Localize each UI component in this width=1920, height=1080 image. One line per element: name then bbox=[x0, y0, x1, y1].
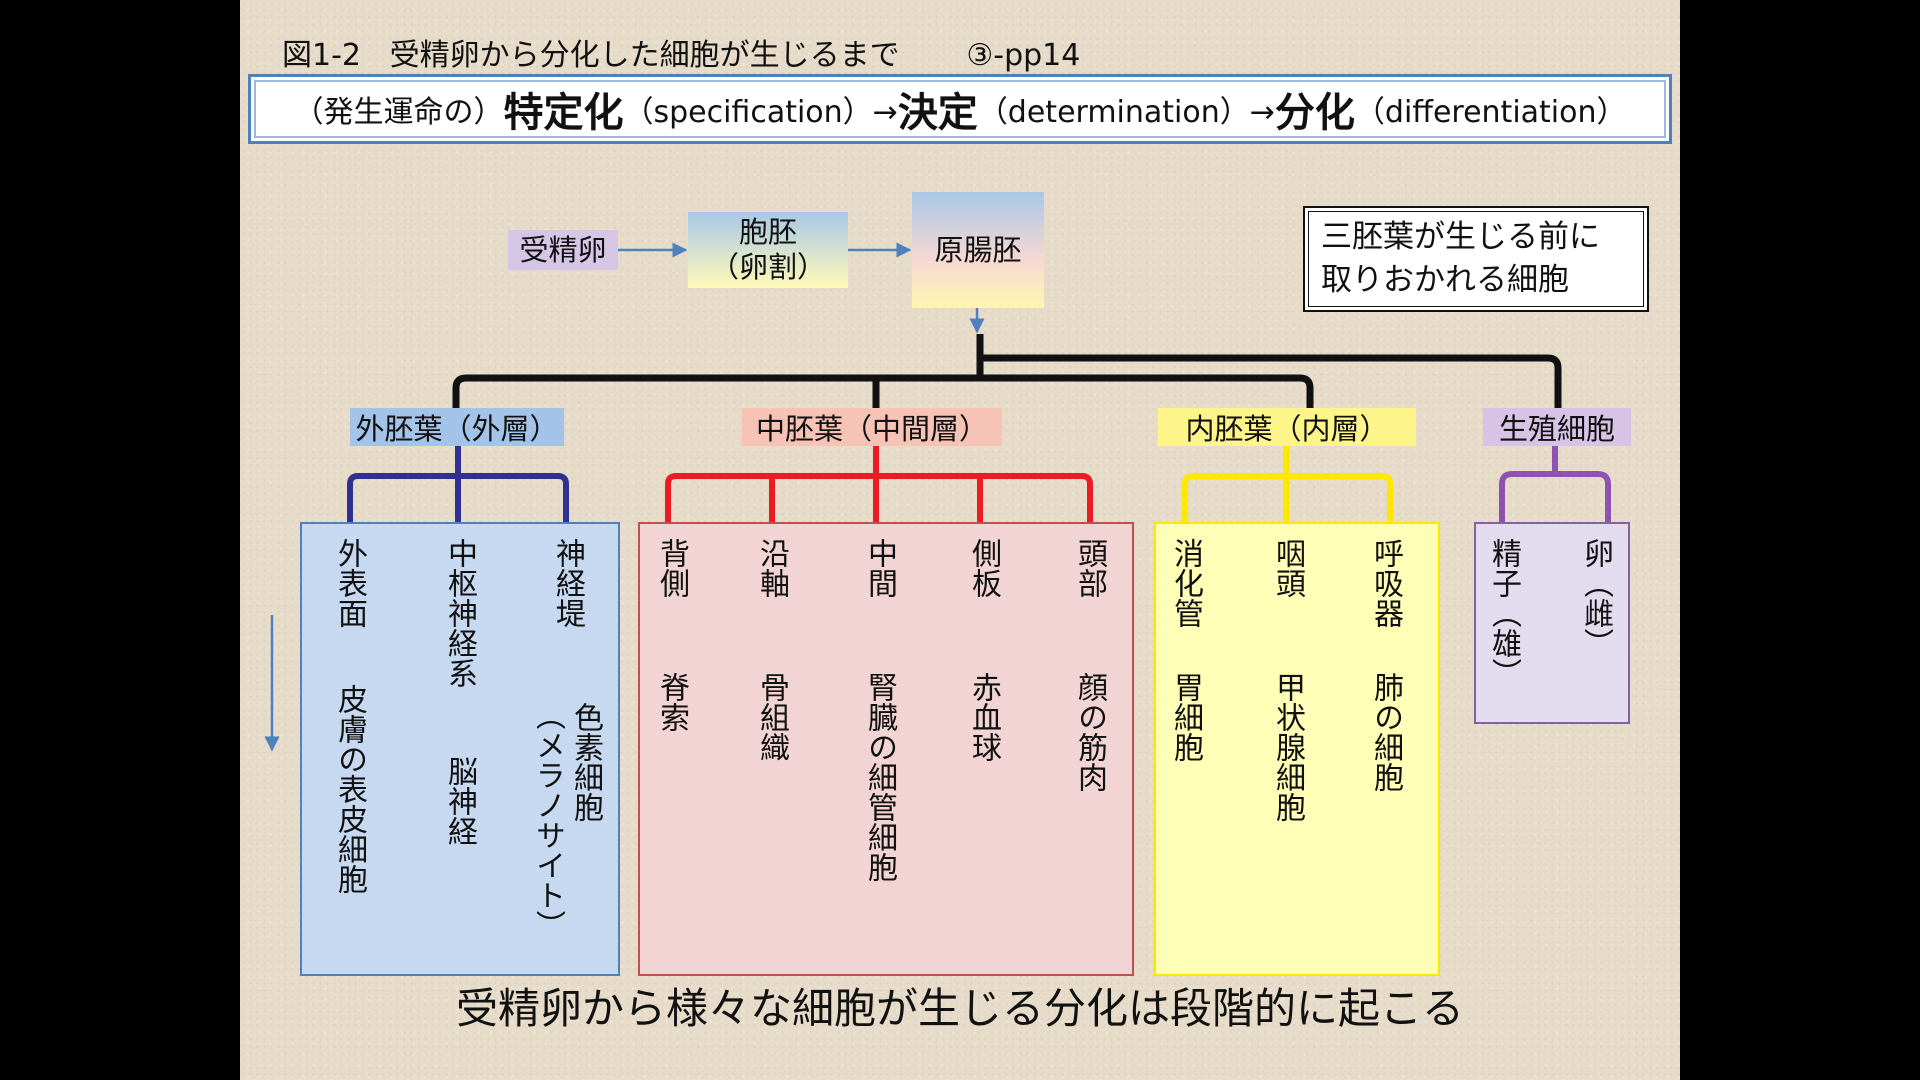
endo-cell-3: 肺の細胞 bbox=[1368, 672, 1403, 792]
banner-differentiation-en: （differentiation） bbox=[1354, 95, 1627, 130]
ectoderm-label: 外胚葉（外層） bbox=[350, 408, 564, 446]
meso-head-2: 沿軸 bbox=[754, 538, 789, 598]
meso-cell-1: 脊索 bbox=[654, 672, 689, 732]
banner-specification-en: （specification）→ bbox=[623, 95, 898, 130]
ecto-cell-3-sub: （メラノサイト） bbox=[530, 700, 565, 940]
note-line-1: 三胚葉が生じる前に bbox=[1321, 219, 1600, 255]
banner-determination: 決定 bbox=[897, 90, 978, 136]
title-reference: ③-pp14 bbox=[966, 38, 1081, 73]
endoderm-label: 内胚葉（内層） bbox=[1158, 408, 1416, 446]
meso-head-1: 背側 bbox=[654, 538, 689, 598]
germ-egg: 卵（雌） bbox=[1578, 538, 1613, 658]
mesoderm-label: 中胚葉（中間層） bbox=[742, 408, 1002, 446]
ectoderm-box bbox=[300, 522, 620, 976]
connector-lines bbox=[264, 242, 1611, 752]
endo-head-3: 呼吸器 bbox=[1368, 538, 1403, 628]
banner-determination-en: （determination）→ bbox=[977, 95, 1275, 130]
meso-cell-5: 顔の筋肉 bbox=[1072, 672, 1107, 792]
zygote-node: 受精卵 bbox=[508, 230, 618, 270]
endo-cell-2: 甲状腺細胞 bbox=[1270, 672, 1305, 822]
ecto-branches bbox=[347, 446, 569, 522]
banner-differentiation: 分化 bbox=[1274, 90, 1355, 136]
note-line-2: 取りおかれる細胞 bbox=[1321, 262, 1569, 299]
meso-head-4: 側板 bbox=[966, 538, 1001, 598]
mesoderm-box bbox=[638, 522, 1134, 976]
meso-head-3: 中間 bbox=[862, 538, 897, 598]
meso-branches bbox=[665, 446, 1093, 522]
slide: 図1-2 受精卵から分化した細胞が生じるまで ③-pp14 （発生運命の） 特定… bbox=[240, 0, 1680, 1080]
endoderm-box bbox=[1154, 522, 1440, 976]
ecto-head-1: 外表面 bbox=[332, 538, 367, 628]
figure-number: 図1-2 bbox=[282, 38, 361, 73]
germ-cell-label: 生殖細胞 bbox=[1483, 408, 1631, 446]
meso-cell-2: 骨組織 bbox=[754, 672, 789, 762]
ecto-head-2: 中枢神経系 bbox=[442, 538, 477, 688]
blastula-node: 胞胚 （卵割） bbox=[688, 212, 848, 288]
endo-head-2: 咽頭 bbox=[1270, 538, 1305, 598]
germ-branches bbox=[1499, 446, 1611, 522]
germ-box bbox=[1474, 522, 1630, 724]
germ-note-box: 三胚葉が生じる前に 取りおかれる細胞 bbox=[1303, 206, 1649, 312]
meso-cell-4: 赤血球 bbox=[966, 672, 1001, 762]
cleavage-label: （卵割） bbox=[709, 250, 826, 284]
ecto-head-3: 神経堤 bbox=[550, 538, 585, 628]
blastula-label: 胞胚 bbox=[738, 215, 797, 250]
banner-specification: 特定化 bbox=[503, 90, 624, 136]
meso-head-5: 頭部 bbox=[1072, 538, 1107, 598]
endo-head-1: 消化管 bbox=[1168, 538, 1203, 628]
conclusion-text: 受精卵から様々な細胞が生じる分化は段階的に起こる bbox=[455, 984, 1464, 1033]
ecto-cell-2: 脳神経 bbox=[442, 756, 477, 846]
endo-cell-1: 胃細胞 bbox=[1168, 672, 1203, 762]
process-banner: （発生運命の） 特定化 （specification）→ 決定 （determi… bbox=[248, 74, 1672, 144]
ecto-cell-3: 色素細胞 bbox=[568, 702, 603, 822]
banner-prefix: （発生運命の） bbox=[293, 95, 504, 130]
trunk-lines bbox=[452, 334, 1562, 408]
gastrula-node: 原腸胚 bbox=[912, 192, 1044, 308]
meso-cell-3: 腎臓の細管細胞 bbox=[862, 672, 897, 882]
germ-sperm: 精子（雄） bbox=[1486, 538, 1521, 688]
ecto-cell-1: 皮膚の表皮細胞 bbox=[332, 684, 367, 894]
slide-title: 図1-2 受精卵から分化した細胞が生じるまで ③-pp14 bbox=[282, 30, 1080, 74]
endo-branches bbox=[1182, 446, 1393, 522]
title-text: 受精卵から分化した細胞が生じるまで bbox=[389, 38, 900, 73]
